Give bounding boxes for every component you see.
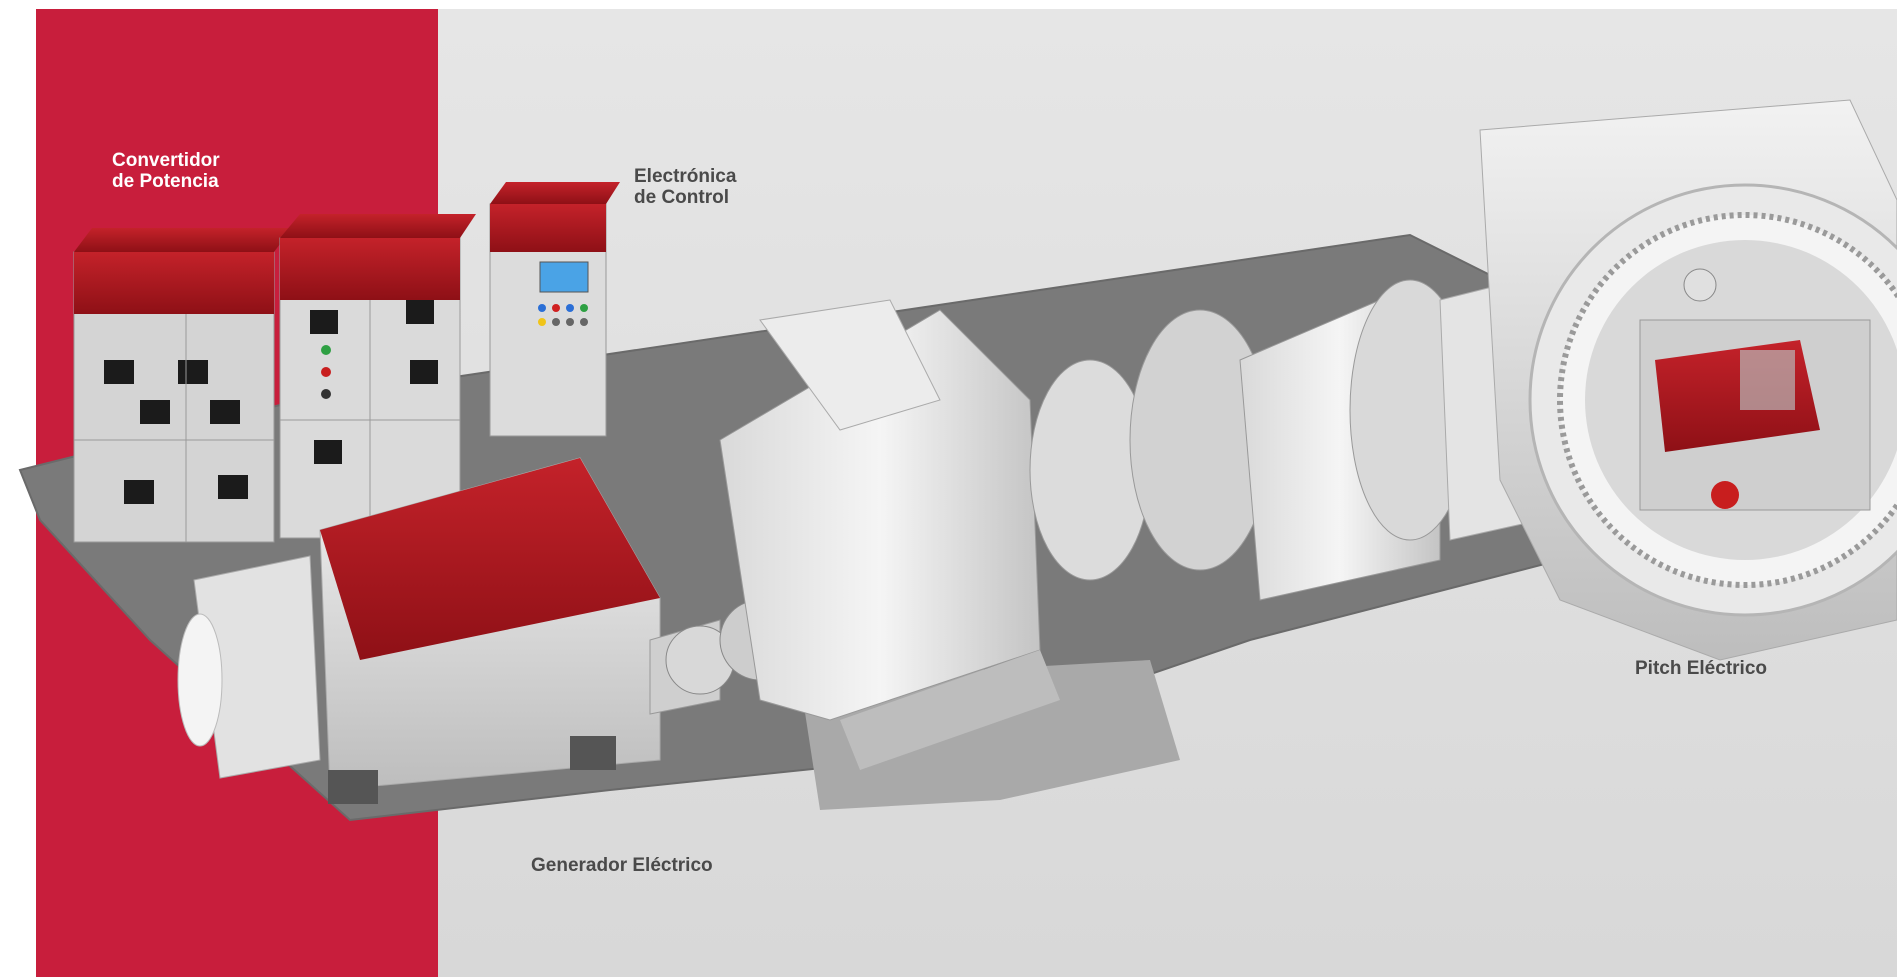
- main-shaft: [1029, 279, 1541, 601]
- control-electronics-cabinet: [489, 182, 620, 437]
- label-convertidor-de-potencia: Convertidor de Potencia: [112, 150, 220, 192]
- label-generador-electrico: Generador Eléctrico: [531, 855, 713, 876]
- label-electronica-de-control: Electrónica de Control: [634, 166, 737, 208]
- electric-generator: [177, 457, 801, 804]
- gearbox: [719, 299, 1060, 770]
- rotor-hub: [1479, 99, 1897, 661]
- label-pitch-electrico: Pitch Eléctrico: [1635, 658, 1767, 679]
